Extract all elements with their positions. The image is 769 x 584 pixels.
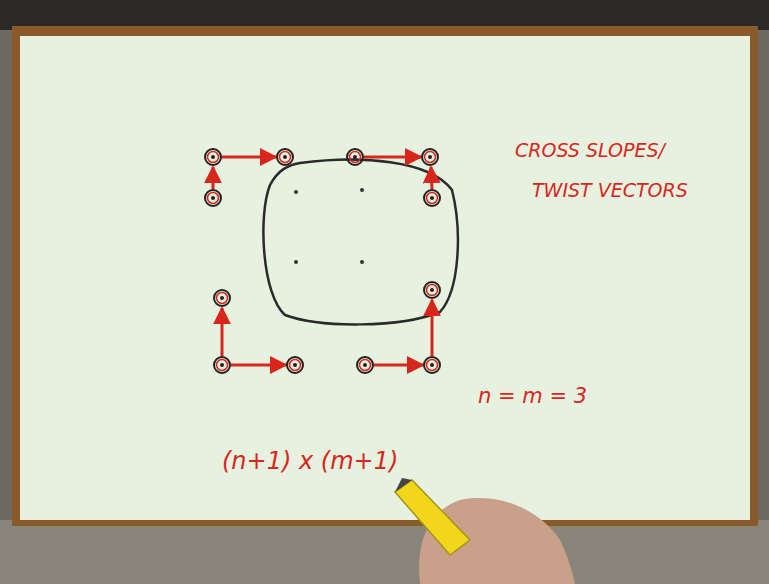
hand: [395, 478, 575, 584]
card: [20, 36, 750, 520]
patch-outline: [263, 160, 457, 325]
table: [0, 520, 769, 584]
control-points: [205, 149, 440, 373]
interior-points: [294, 188, 364, 264]
background-strip: [0, 0, 769, 30]
parameter-label: n = m = 3: [478, 385, 587, 408]
annotation-label: CROSS SLOPES/: [515, 140, 665, 161]
formula-label: (n+1) x (m+1): [222, 448, 398, 474]
twist-arrows: [213, 157, 432, 365]
card-border: [12, 26, 758, 526]
annotation-label: TWIST VECTORS: [532, 180, 688, 201]
